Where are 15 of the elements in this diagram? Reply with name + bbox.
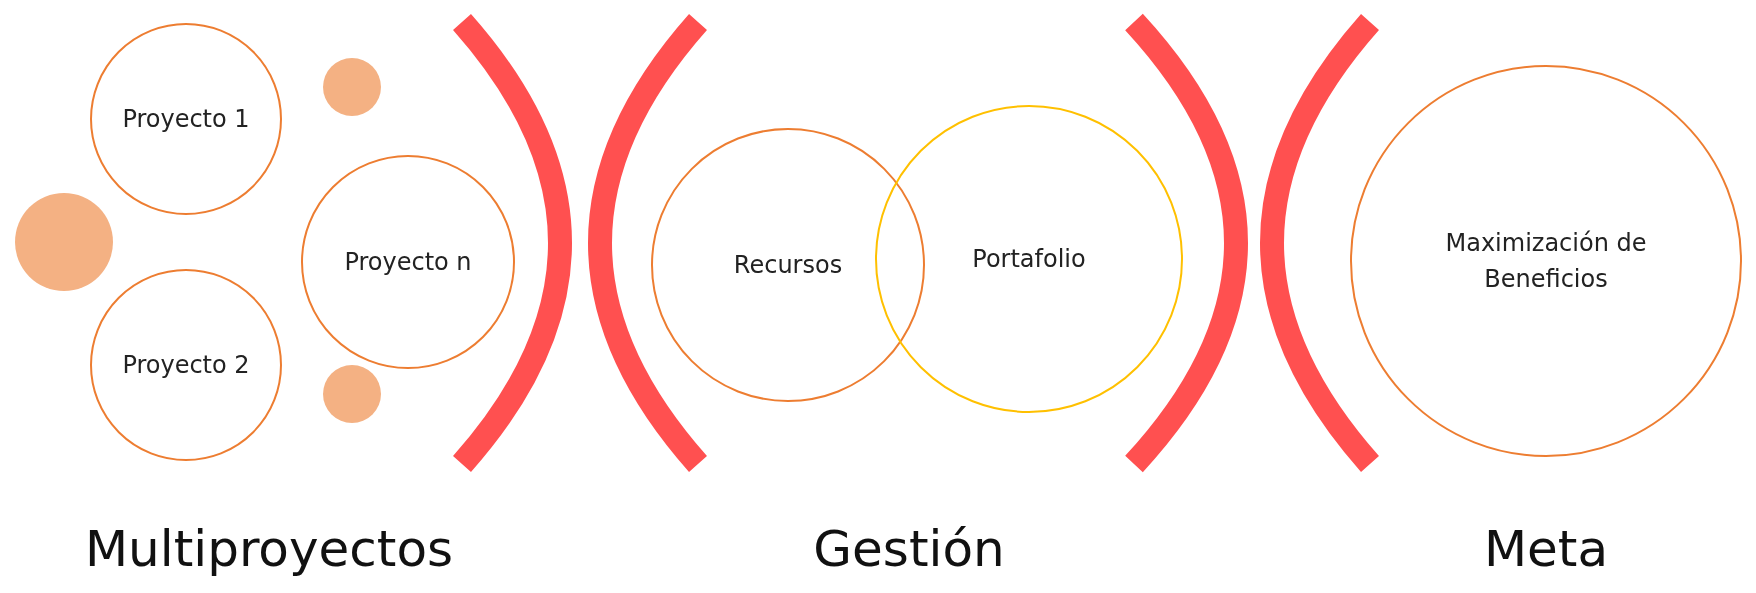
node-label: Proyecto 1 [122,104,250,135]
circle-node [90,269,282,461]
section-title: Gestión [813,520,1005,578]
node-label: Proyecto 2 [122,350,250,381]
node-label: Maximización de Beneficios [1444,228,1648,295]
circle-node [875,105,1183,413]
filled-circle [323,58,381,116]
node-label: Proyecto n [344,247,472,278]
node-label: Recursos [733,250,843,281]
circle-node [1350,65,1742,457]
circle-node [651,128,925,402]
section-title: Meta [1483,520,1609,578]
node-label: Portafolio [972,244,1086,275]
section-title: Multiproyectos [84,520,454,578]
filled-circle [323,365,381,423]
